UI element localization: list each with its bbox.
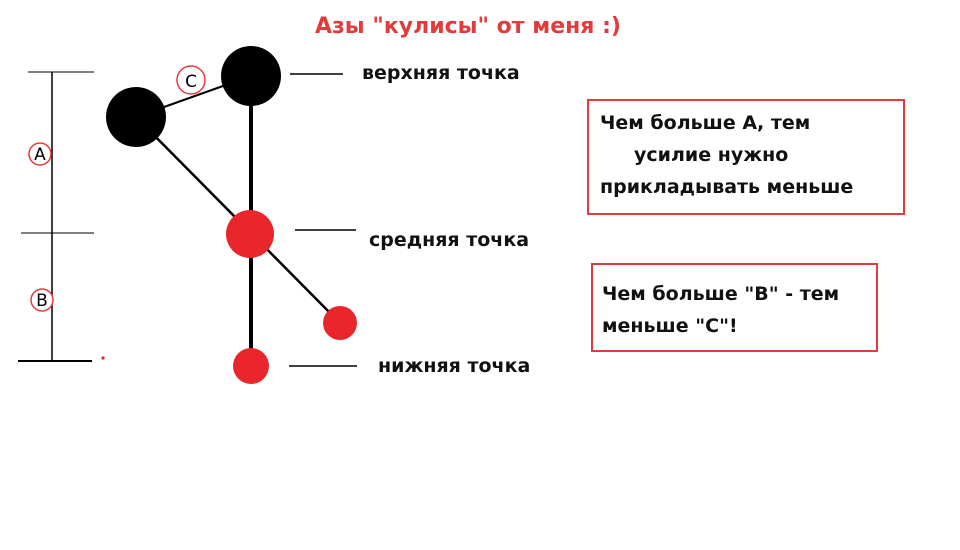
note-text-line: Чем больше А, тем xyxy=(600,112,811,134)
note-text-line: меньше "С"! xyxy=(602,315,738,337)
dimension-c-letter: C xyxy=(185,72,197,92)
bottom-point-label: нижняя точка xyxy=(378,355,530,377)
dimension-a-circle xyxy=(28,142,52,166)
note-box-relation: Чем больше "В" - тем меньше "С"! xyxy=(591,263,878,352)
lever-pivot xyxy=(106,87,166,147)
stray-dot xyxy=(101,356,105,360)
middle-point-label: средняя точка xyxy=(369,229,529,251)
bottom-point xyxy=(233,348,269,384)
top-pivot xyxy=(221,46,281,106)
lever-end-point xyxy=(323,306,357,340)
note-box-force: Чем больше А, тем усилие нужно прикладыв… xyxy=(587,99,905,215)
diagram-title: Азы "кулисы" от меня :) xyxy=(315,14,621,39)
dimension-b-circle xyxy=(30,288,54,312)
note-text-line: усилие нужно xyxy=(634,144,789,166)
dimension-b-letter: B xyxy=(36,291,48,311)
top-point-label: верхняя точка xyxy=(362,62,520,84)
dimension-c-circle xyxy=(176,65,206,95)
note-text-line: Чем больше "В" - тем xyxy=(602,283,840,305)
dimension-a-letter: A xyxy=(34,145,46,165)
middle-point xyxy=(226,210,274,258)
note-text-line: прикладывать меньше xyxy=(600,176,854,198)
